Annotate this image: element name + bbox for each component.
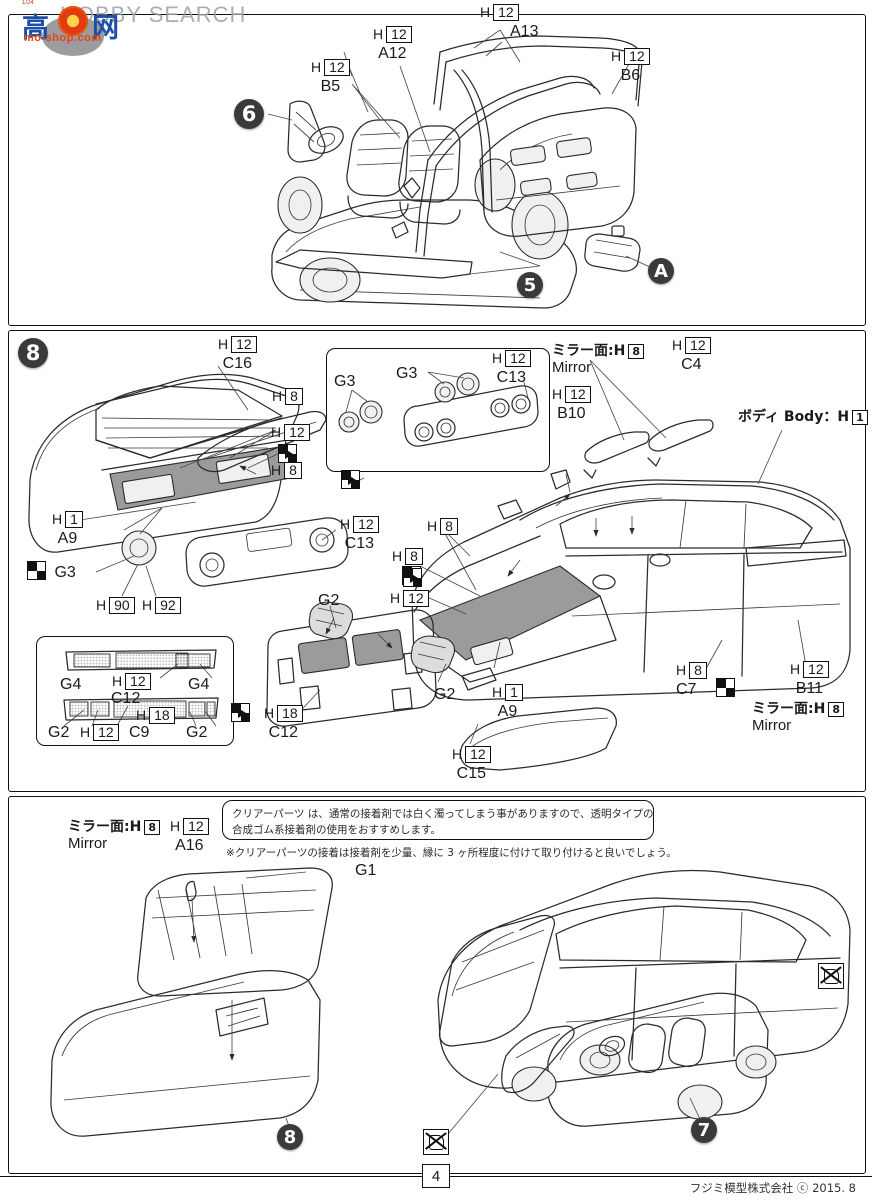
paint-chrome-icon xyxy=(403,568,422,587)
note-box-border xyxy=(222,800,654,840)
watermark-domain: mo-shop.com xyxy=(24,32,102,44)
inset-taillight-detail xyxy=(326,348,550,472)
no-glue-icon xyxy=(818,963,844,989)
label-inset-g2-right: G2 xyxy=(186,724,208,741)
step-marker-7: 7 xyxy=(691,1117,717,1143)
panel-step-8 xyxy=(8,330,866,792)
paint-chrome-icon xyxy=(27,561,46,580)
note-line-3: ※クリアーパーツの接着は接着剤を少量、縁に 3 ヶ所程度に付けて取り付けると良い… xyxy=(226,847,677,859)
watermark-scale-text: 1/24 xyxy=(22,0,34,6)
watermark-chinese-right: 网 xyxy=(92,13,129,44)
page-number: 4 xyxy=(422,1164,450,1188)
paint-chrome-icon xyxy=(716,678,735,697)
inset-grille-detail xyxy=(36,636,234,746)
label-inset-g2-left: G2 xyxy=(48,724,70,741)
watermark-hobby-search-text: HOBBY SEARCH xyxy=(60,2,247,27)
step-marker-a: A xyxy=(648,258,674,284)
label-g1: G1 xyxy=(355,862,377,879)
label-inset-g4-right: G4 xyxy=(188,676,210,693)
paint-chrome-icon xyxy=(231,703,250,722)
note-line-2: 合成ゴム系接着剤の使用をおすすめします。 xyxy=(232,824,441,836)
label-g2-right: G2 xyxy=(434,686,456,703)
watermark: HOBBY SEARCH 高 网 mo-shop.com 1/24 xyxy=(8,0,308,56)
paint-chrome-icon xyxy=(341,470,360,489)
label-inset-g4-left: G4 xyxy=(60,676,82,693)
label-inset-g3-1: G3 xyxy=(334,373,356,390)
label-inset-g3-2: G3 xyxy=(396,365,418,382)
label-g2-top: G2 xyxy=(318,592,340,609)
step-marker-8: 8 xyxy=(18,338,48,368)
watermark-chinese-left: 高 xyxy=(22,13,59,44)
panel-step-6 xyxy=(8,14,866,326)
no-glue-icon xyxy=(423,1129,449,1155)
paint-chrome-icon xyxy=(278,444,297,463)
step-marker-6: 6 xyxy=(234,99,264,129)
note-line-1: クリアーパーツ は、通常の接着剤では白く濁ってしまう事がありますので、透明タイプ… xyxy=(232,808,654,820)
gear-icon xyxy=(58,6,88,36)
step-marker-5: 5 xyxy=(517,272,543,298)
step-marker-8-bottom: 8 xyxy=(277,1124,303,1150)
label-inset-c9: C9 xyxy=(129,724,150,741)
label-g3-left: G3 xyxy=(27,561,76,582)
copyright-notice: フジミ模型株式会社 ⓒ 2015. 8 xyxy=(689,1181,856,1195)
label-inset-c12: C12 xyxy=(111,690,141,707)
